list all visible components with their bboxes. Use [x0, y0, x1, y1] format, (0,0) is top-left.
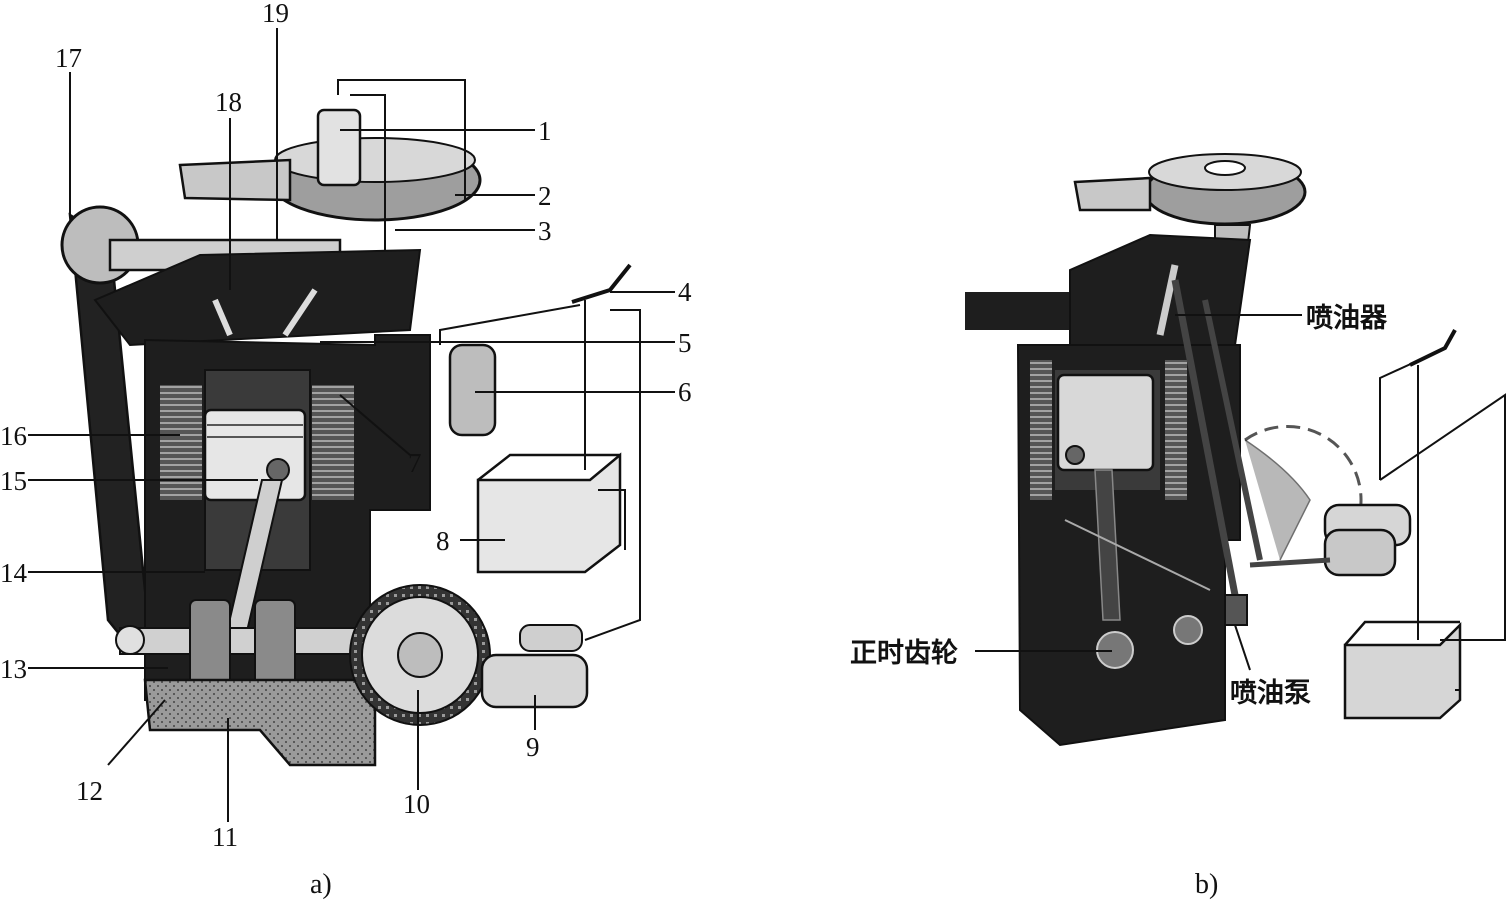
crankshaft	[119, 627, 381, 655]
injection-pump	[1224, 594, 1248, 626]
panel-a-labels: 1 2 3 4 5 6 7 8 9 10 11 12 13 14 15 16 1…	[0, 0, 692, 852]
label-1: 1	[538, 116, 552, 146]
panel-b-leader-lines	[975, 314, 1302, 671]
label-6: 6	[678, 377, 692, 407]
piston-pin	[266, 458, 290, 482]
label-timing-gear: 正时齿轮	[850, 638, 958, 669]
crank-pulley	[115, 625, 145, 655]
ignition-coil	[448, 343, 497, 437]
label-11: 11	[212, 822, 238, 852]
oil-pan	[143, 678, 377, 767]
panel-b-engine-illustration	[965, 153, 1506, 747]
fuel-injector	[1156, 264, 1179, 336]
label-9: 9	[526, 732, 540, 762]
ignition-switch	[571, 263, 632, 304]
label-7: 7	[408, 448, 422, 478]
label-injector: 喷油器	[1306, 303, 1388, 334]
ignition-distributor	[316, 108, 362, 187]
label-19: 19	[262, 0, 289, 28]
label-15: 15	[0, 466, 27, 496]
label-14: 14	[0, 558, 28, 588]
label-2: 2	[538, 181, 552, 211]
timing-gear-pump	[1173, 615, 1203, 645]
injection-pump-rod	[1171, 279, 1239, 596]
battery	[476, 452, 622, 574]
label-4: 4	[678, 277, 692, 307]
label-18: 18	[215, 87, 242, 117]
water-jacket-left	[160, 385, 202, 500]
piston	[203, 408, 307, 502]
caption-b: b)	[1195, 869, 1218, 900]
label-12: 12	[76, 776, 103, 806]
crank-web-right	[254, 599, 296, 686]
panel-b-labels: 喷油器 正时齿轮 喷油泵	[850, 303, 1388, 709]
label-16: 16	[0, 421, 27, 451]
panel-a-leader-lines	[28, 28, 675, 822]
exhaust-manifold	[965, 292, 1070, 330]
air-intake-snorkel	[178, 158, 292, 202]
ignition-switch-b	[1409, 329, 1457, 367]
label-5: 5	[678, 328, 692, 358]
battery-b	[1343, 621, 1462, 720]
water-jacket-right	[312, 385, 354, 500]
starter-solenoid	[519, 624, 583, 652]
caption-a: a)	[310, 869, 332, 900]
label-injection-pump: 喷油泵	[1230, 678, 1311, 709]
label-17: 17	[55, 43, 82, 73]
cylinder-head	[93, 248, 422, 347]
label-8: 8	[436, 526, 450, 556]
panel-a-engine-illustration	[60, 79, 641, 767]
flywheel-b	[1244, 425, 1363, 562]
cylinder-head-b	[1069, 233, 1252, 357]
label-3: 3	[538, 216, 552, 246]
exhaust-valve	[282, 288, 318, 337]
intake-valve	[212, 298, 233, 337]
label-10: 10	[403, 789, 430, 819]
crank-web-left	[189, 599, 231, 686]
label-13: 13	[0, 654, 27, 684]
connecting-rod-b	[1094, 469, 1121, 621]
